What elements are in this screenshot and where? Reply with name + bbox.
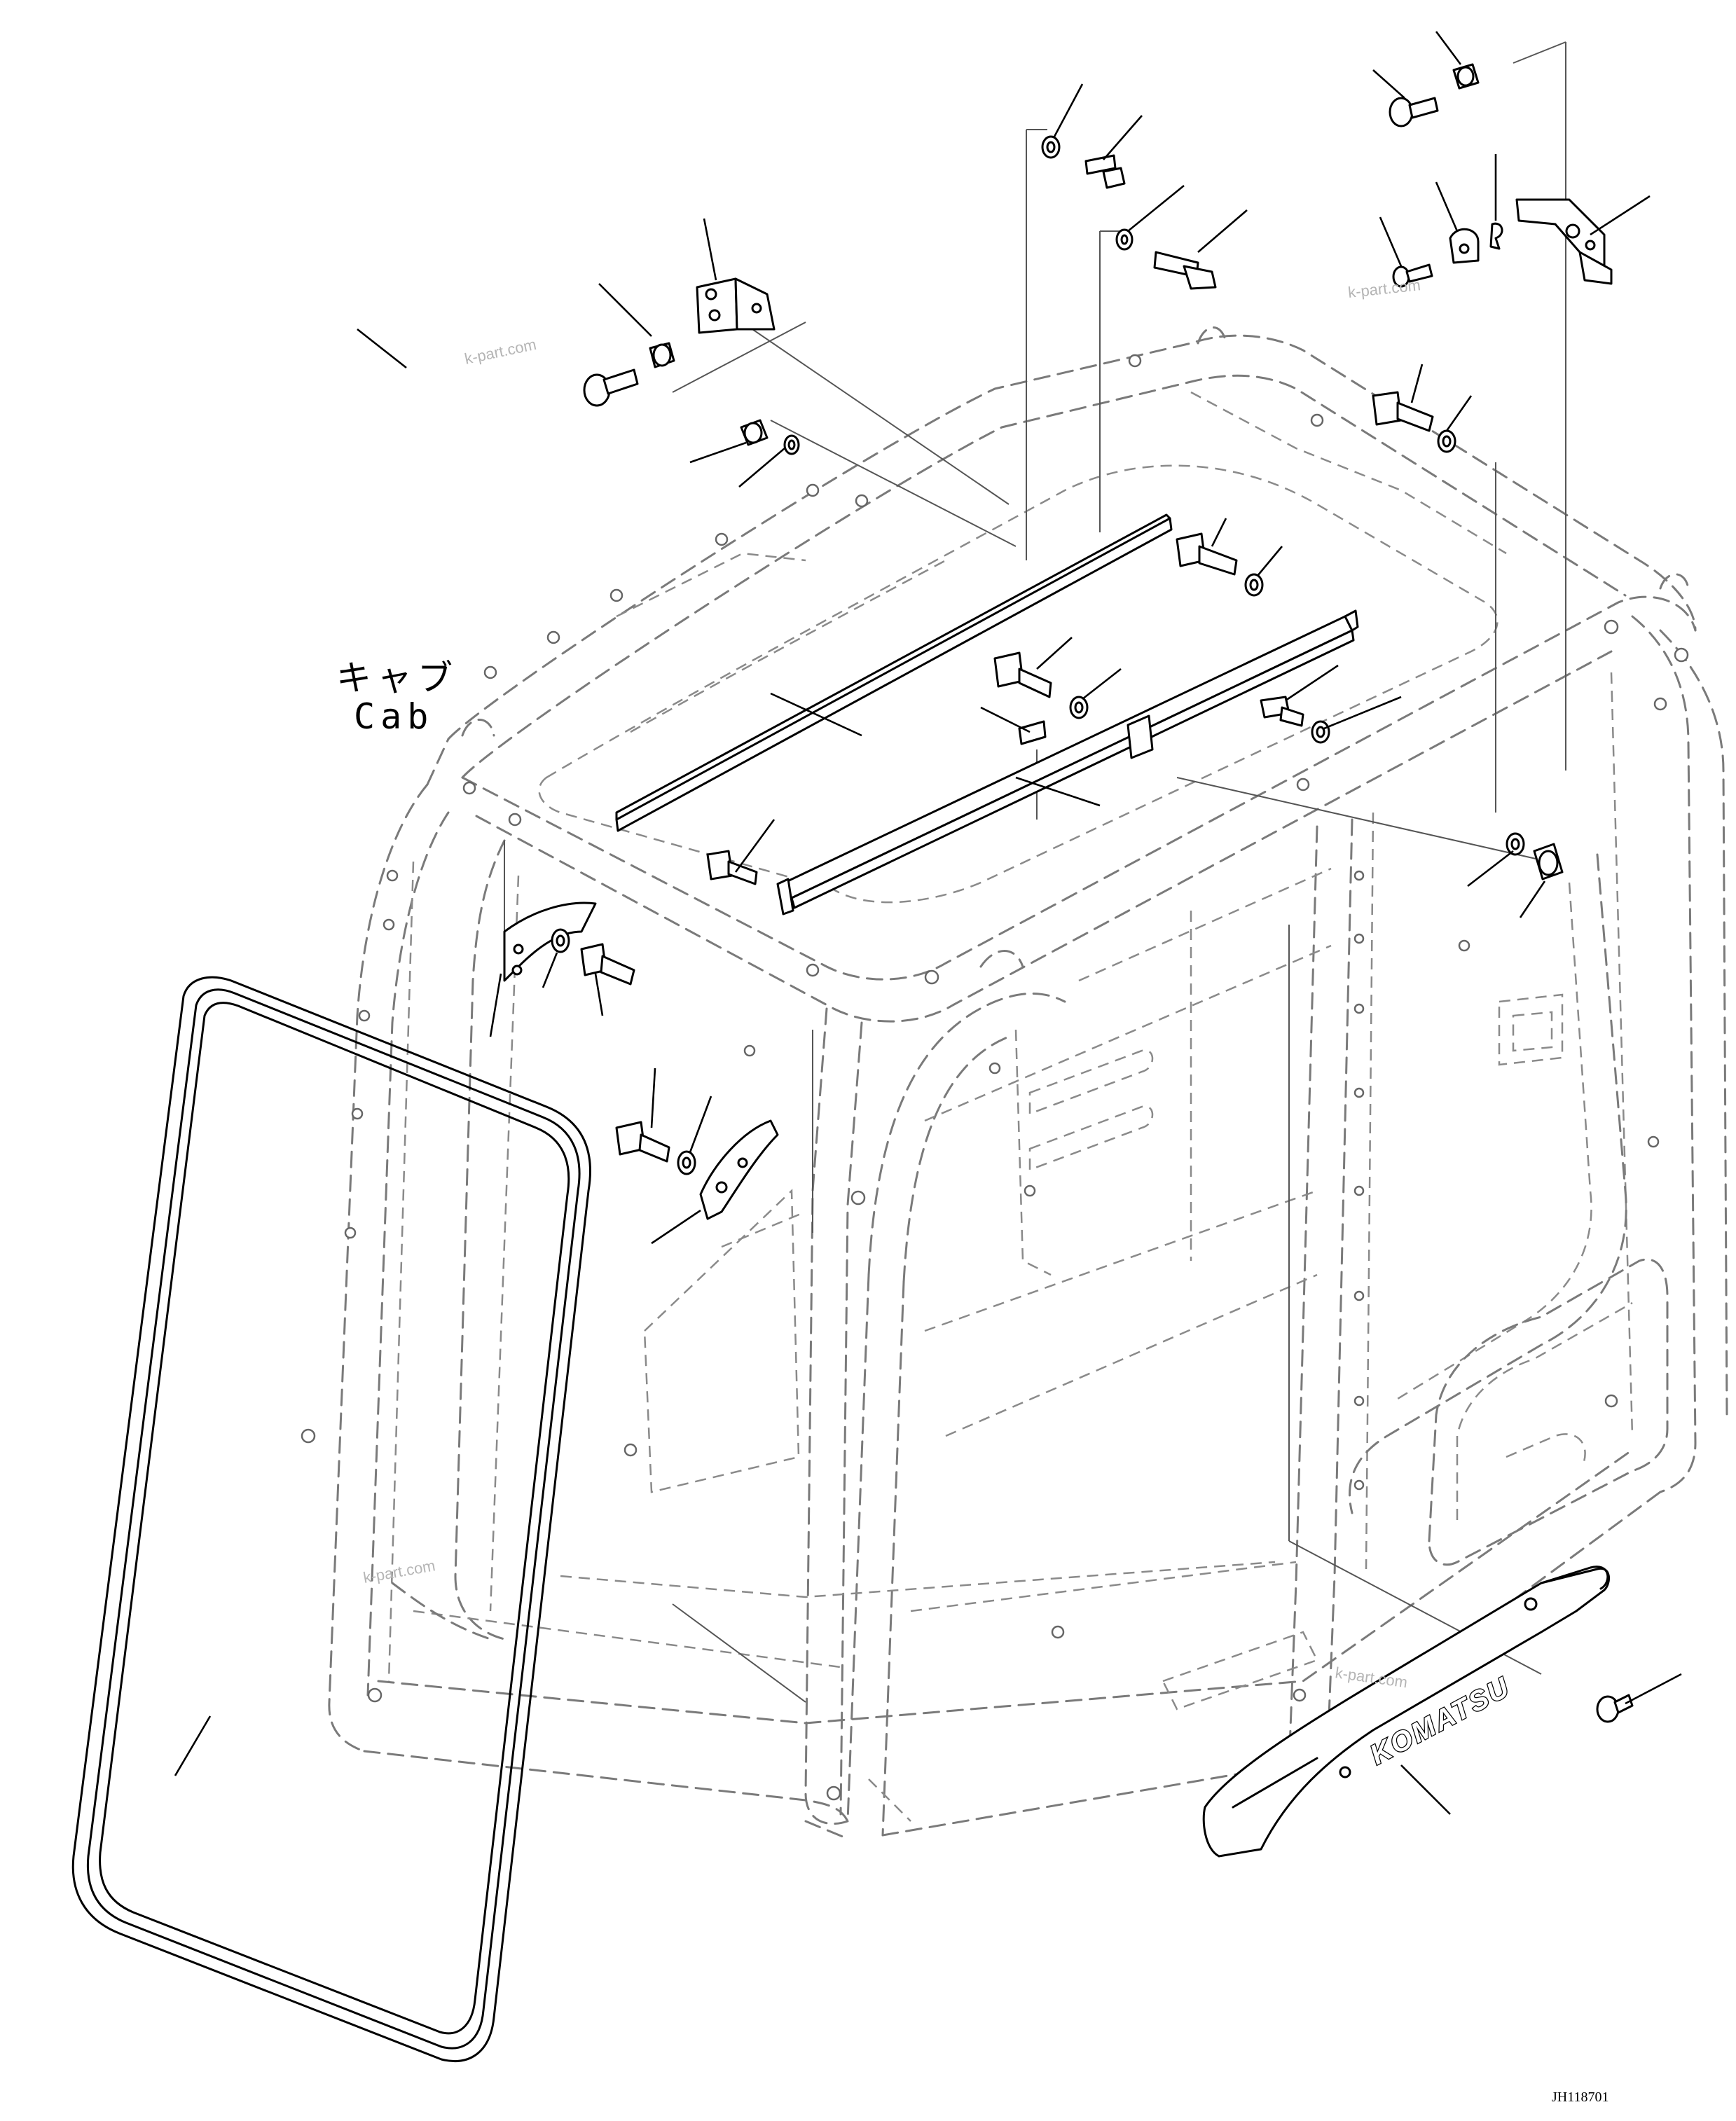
window-glass-seal [71, 976, 591, 2062]
leader-lines [174, 31, 1682, 1815]
watermark: k-part.com [1347, 276, 1421, 301]
washer [1041, 135, 1061, 159]
handle-plate: KOMATSU [1202, 1566, 1611, 1858]
bolt [1153, 251, 1217, 290]
nut [649, 342, 675, 368]
bolt [583, 368, 639, 407]
frame-holes [301, 354, 1689, 1801]
watermark: k-part.com [463, 336, 538, 368]
stud-bolt [1260, 696, 1304, 727]
washer [551, 928, 570, 953]
clamp [1449, 228, 1480, 264]
washer [1115, 228, 1134, 251]
angle-rail [776, 609, 1359, 916]
top-strip [615, 513, 1173, 832]
bolt [706, 850, 758, 885]
watermark: k-part.com [362, 1556, 437, 1587]
bolt [1176, 532, 1238, 576]
bolt [993, 651, 1052, 698]
washer [783, 434, 800, 455]
cab-label-japanese: キャブ [336, 658, 458, 698]
nut [1533, 843, 1564, 880]
washer [677, 1150, 696, 1175]
hinge-lower [699, 1119, 779, 1220]
nut [740, 419, 769, 446]
bracket-left [696, 277, 776, 334]
washer [1244, 573, 1264, 597]
bolts [551, 63, 1634, 1723]
bracket-right [1515, 198, 1613, 285]
hinge-upper [503, 901, 597, 982]
stud-bolt [1084, 154, 1126, 189]
cab-frame [328, 326, 1728, 1840]
bolt [1389, 97, 1439, 127]
clip-spring [1489, 222, 1503, 250]
drawing-code: JH118701 [1552, 2089, 1608, 2105]
washer [1311, 720, 1330, 744]
clip-block [1018, 720, 1047, 745]
nut [1452, 63, 1480, 90]
bolt [1392, 263, 1433, 288]
washer [1069, 696, 1089, 719]
washer [1506, 832, 1525, 856]
bolt [580, 943, 635, 986]
washer [1437, 429, 1456, 453]
bolt [615, 1121, 670, 1163]
bolt [1372, 391, 1434, 432]
cab-label-english: Cab [354, 696, 434, 737]
screw [1596, 1694, 1634, 1723]
